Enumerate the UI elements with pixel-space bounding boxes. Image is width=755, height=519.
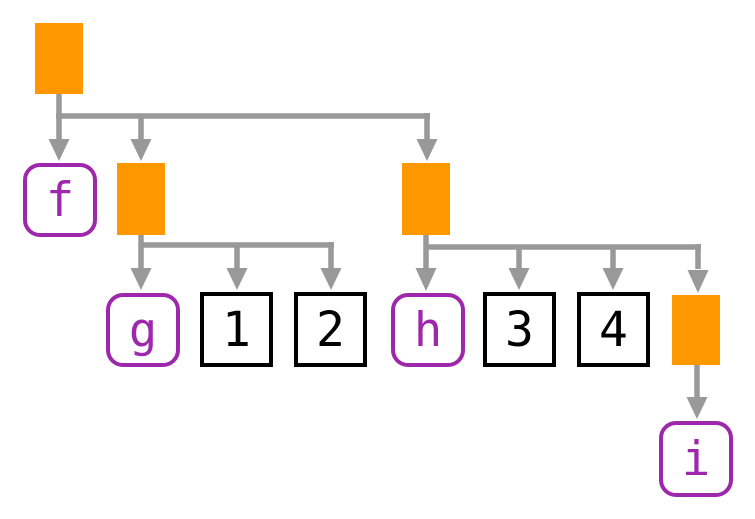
leaf-node-g: g [106,293,180,367]
leaf-label-i: i [681,431,711,487]
edge-arrowhead-icon [226,268,248,290]
leaf-label-f: f [45,172,75,228]
leaf-node-i: i [659,421,733,497]
internal-node-right-2 [672,295,720,365]
edge-arrowhead-icon [415,268,437,291]
edge-arrowhead-icon [130,268,152,290]
leaf-label-h: h [413,302,443,358]
leaf-node-1: 1 [200,292,273,367]
edge-arrowhead-icon [416,139,438,161]
leaf-label-1: 1 [222,301,251,358]
leaf-label-3: 3 [505,301,534,358]
edge-arrowhead-icon [48,139,70,161]
leaf-node-2: 2 [294,292,367,367]
leaf-node-f: f [23,163,97,237]
edge-arrowhead-icon [687,270,709,293]
edge-arrowhead-icon [130,139,152,161]
leaf-node-4: 4 [577,292,650,367]
leaf-label-4: 4 [599,301,628,358]
edge-arrowhead-icon [320,268,342,290]
edge-arrowhead-icon [508,268,530,290]
edge-arrowhead-icon [602,268,624,290]
leaf-label-g: g [128,302,158,358]
leaf-label-2: 2 [316,301,345,358]
internal-node-root [35,23,83,94]
leaf-node-h: h [391,293,465,367]
leaf-node-3: 3 [483,292,556,367]
internal-node-left [117,163,165,235]
internal-node-right [402,163,450,235]
edge-arrowhead-icon [686,397,708,419]
